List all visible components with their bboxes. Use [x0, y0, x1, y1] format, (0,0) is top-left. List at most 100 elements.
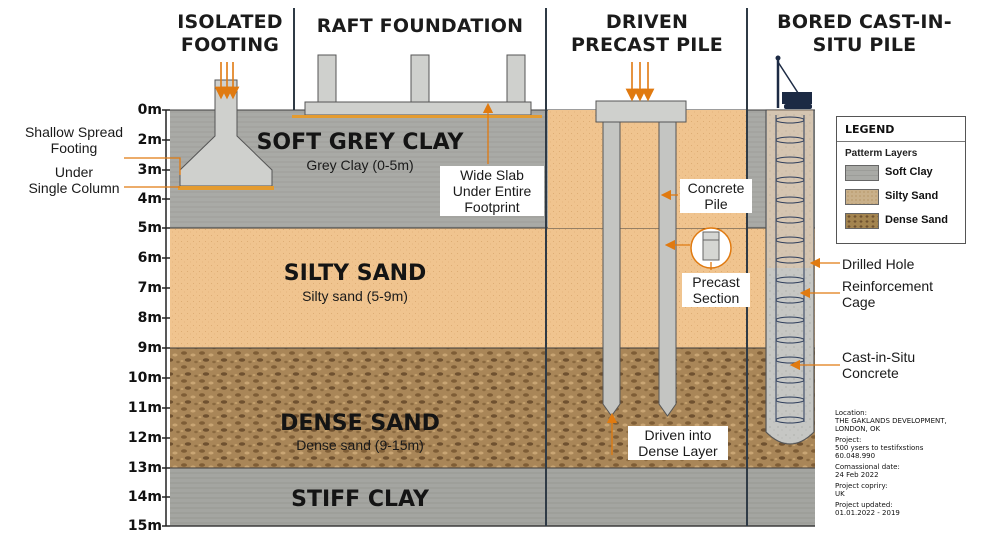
legend-divider [837, 141, 965, 142]
legend-subtitle: Patterm Layers [845, 148, 918, 159]
layer-name-soft-grey-clay: SOFT GREY CLAY [256, 130, 464, 155]
precast-pile [602, 121, 621, 417]
label-reinforcement-line2: Cage [842, 294, 876, 310]
label-shallow-line1: Shallow Spread [24, 124, 124, 140]
header-raft-foundation: RAFT FOUNDATION [316, 15, 524, 37]
label-cast-line1: Cast-in-Situ [842, 349, 916, 365]
raft-column [317, 54, 337, 104]
label-shallow-spread-footing: Shallow Spread Footing [16, 124, 132, 156]
leader-shallow [124, 157, 181, 175]
depth-label: 14m [127, 489, 162, 505]
header-driven-line2: PRECAST PILE [571, 34, 723, 56]
info-location-label: Location: [835, 409, 867, 417]
legend-item-silty-sand: Silty Sand [845, 189, 960, 205]
legend-title: LEGEND [845, 123, 895, 136]
info-commission-value: 24 Feb 2022 [835, 471, 879, 479]
cage-hoop [775, 256, 805, 264]
cage-hoop [775, 156, 805, 164]
cage-hoop [775, 176, 805, 184]
depth-label: 7m [137, 280, 162, 296]
legend-swatch-soft-clay [845, 165, 879, 181]
header-bored-line1: BORED CAST-IN- [777, 11, 952, 33]
info-updated-label: Project updated: [835, 501, 893, 509]
raft-column [506, 54, 526, 104]
info-copyright-value: UK [835, 490, 845, 498]
precast-pile [658, 121, 677, 417]
header-driven-precast-pile: DRIVEN PRECAST PILE [548, 11, 746, 57]
label-cast-line2: Concrete [842, 365, 899, 381]
info-commission-label: Comassional date: [835, 463, 900, 471]
layer-name-silty-sand: SILTY SAND [283, 261, 427, 286]
raft-column [410, 54, 430, 104]
label-precast-line2: Section [692, 290, 740, 306]
depth-label: 3m [137, 162, 162, 178]
layer-sub-silty-sand: Silty sand (5-9m) [302, 288, 408, 304]
header-bored-cast-in-situ-pile: BORED CAST-IN- SITU PILE [752, 11, 977, 57]
legend-box: LEGEND Patterm Layers Soft Clay Silty Sa… [836, 116, 966, 244]
header-isolated-line1: ISOLATED [177, 11, 283, 33]
label-wide-line2: Under Entire [452, 183, 532, 199]
pile-cap [595, 100, 687, 123]
label-reinforcement-cage: Reinforcement Cage [842, 278, 933, 310]
label-reinforcement-line1: Reinforcement [842, 278, 934, 294]
info-project-label: Project: [835, 436, 862, 444]
depth-label: 15m [127, 518, 162, 534]
cage-hoop [775, 136, 805, 144]
cage-hoop [775, 116, 805, 124]
depth-label: 9m [137, 340, 162, 356]
depth-label: 5m [137, 220, 162, 236]
bored-pile-upper-shade [767, 110, 813, 268]
label-concrete-line2: Pile [704, 196, 728, 212]
depth-label: 8m [137, 310, 162, 326]
label-driven-line1: Driven into [644, 427, 712, 443]
label-driven-line2: Dense Layer [638, 443, 718, 459]
info-project-line2: 60.048.990 [835, 452, 876, 460]
rig-top [775, 55, 781, 61]
label-concrete-pile: Concrete Pile [680, 179, 752, 213]
layer-sub-dense-sand: Dense sand (9-15m) [296, 437, 424, 453]
cage-hoop [775, 396, 805, 404]
depth-label: 4m [137, 191, 162, 207]
depth-label: 11m [127, 400, 162, 416]
header-driven-line1: DRIVEN [605, 11, 689, 33]
cage-hoop [775, 416, 805, 424]
legend-item-dense-sand: Dense Sand [845, 213, 960, 229]
label-concrete-line1: Concrete [687, 180, 745, 196]
layer-name-dense-sand: DENSE SAND [280, 411, 440, 436]
label-under-single-column: Under Single Column [16, 164, 132, 196]
rig-body [782, 92, 812, 104]
info-location-line2: LONDON, OK [835, 425, 881, 433]
info-location-line1: THE GAKLANDS DEVELOPMENT, [835, 417, 947, 425]
cage-hoop [775, 316, 805, 324]
label-precast-line1: Precast [692, 274, 740, 290]
depth-label: 12m [127, 430, 162, 446]
label-wide-slab: Wide Slab Under Entire Footprint [440, 166, 544, 216]
depth-label: 10m [127, 370, 162, 386]
precast-section-detail [702, 231, 720, 261]
legend-swatch-dense-sand [845, 213, 879, 229]
label-driven-into-dense-layer: Driven into Dense Layer [628, 426, 728, 460]
rig-stay [777, 61, 801, 97]
legend-label-soft-clay: Soft Clay [885, 166, 933, 178]
legend-item-soft-clay: Soft Clay [845, 165, 960, 181]
raft-slab [304, 101, 532, 116]
cage-hoop [775, 276, 805, 284]
label-under-line1: Under [54, 164, 94, 180]
legend-label-silty-sand: Silty Sand [885, 190, 939, 202]
cage-hoop [775, 376, 805, 384]
depth-label: 6m [137, 250, 162, 266]
cage-hoop [775, 336, 805, 344]
legend-swatch-silty-sand [845, 189, 879, 205]
label-cast-in-situ-concrete: Cast-in-Situ Concrete [842, 349, 915, 381]
header-bored-line2: SITU PILE [812, 34, 917, 56]
info-project-line1: 500 ysers to testifxstions [835, 444, 924, 452]
depth-label: 13m [127, 460, 162, 476]
cage-hoop [775, 236, 805, 244]
depth-label: 2m [137, 132, 162, 148]
label-wide-line3: Footprint [464, 199, 520, 215]
header-isolated-line2: FOOTING [180, 34, 280, 56]
legend-label-dense-sand: Dense Sand [885, 214, 948, 226]
layer-name-stiff-clay: STIFF CLAY [291, 487, 429, 512]
